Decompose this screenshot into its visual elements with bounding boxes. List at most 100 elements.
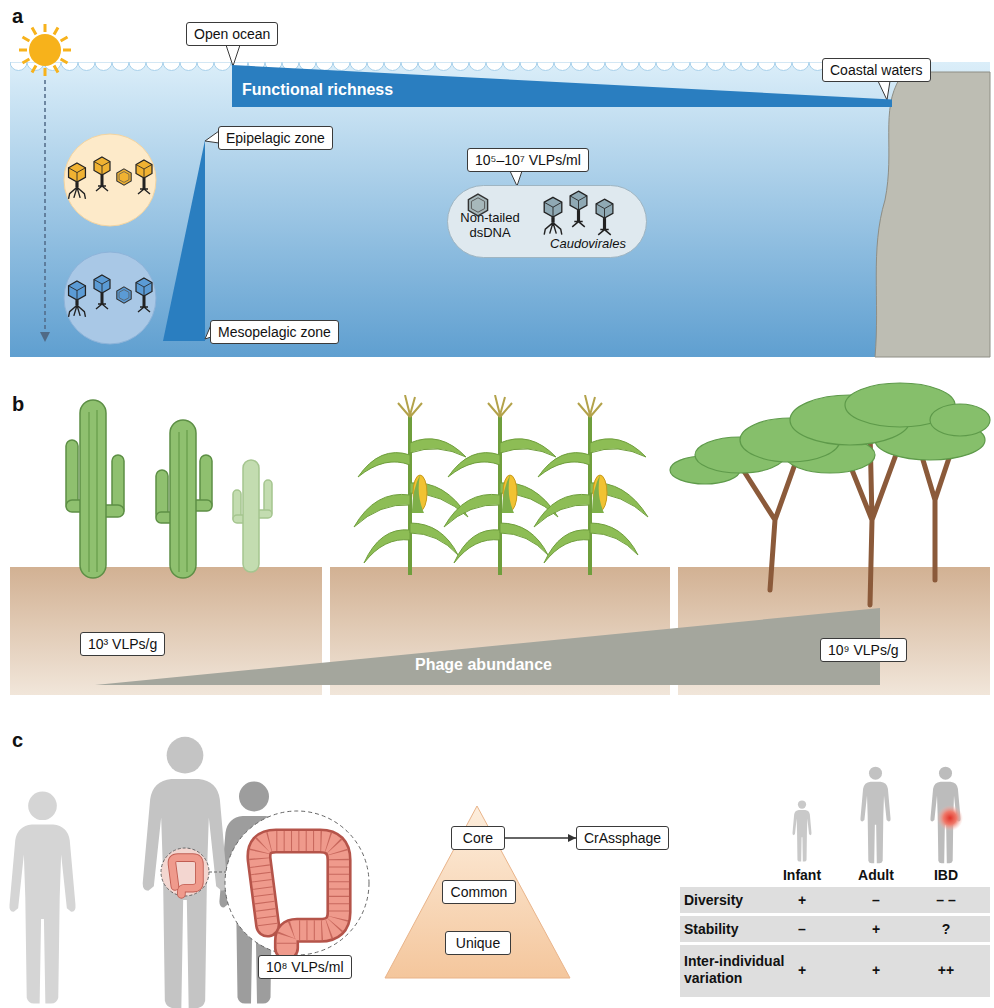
table-cell: ++ (921, 962, 971, 979)
sun (19, 24, 71, 76)
corn-plant (444, 395, 558, 575)
abundance-wedge: Phage abundance (95, 608, 880, 685)
pyramid-tier-box: Core (451, 826, 505, 850)
table-cell: – – (921, 892, 971, 909)
cactus (80, 400, 106, 578)
phage-icon (69, 157, 613, 317)
corn-plant (534, 395, 648, 575)
phage-icon (596, 199, 613, 235)
zoom-line (209, 872, 226, 873)
virome-pyramid (385, 806, 570, 978)
small-colon (161, 848, 209, 896)
zoomed-colon (259, 841, 339, 948)
callout-tail (226, 45, 240, 66)
box-label: Core (463, 830, 493, 846)
sun (19, 24, 71, 76)
box-label: CrAssphage (584, 830, 661, 846)
small-colon (172, 858, 199, 895)
forest-tree (930, 404, 990, 436)
small-colon (172, 858, 199, 895)
virus-group-pill: Non-tailed dsDNACaudovirales (447, 185, 647, 258)
box-label: Epipelagic zone (226, 130, 325, 146)
abundance-wedge-shape (95, 608, 880, 685)
box-label: Unique (456, 935, 500, 951)
cactus (233, 460, 272, 572)
cactus (243, 460, 259, 572)
callout-box: CrAssphage (576, 826, 669, 850)
callout-box: Mesopelagic zone (210, 320, 339, 344)
sun (29, 34, 61, 66)
table-row (680, 887, 990, 913)
phage-icon (94, 275, 110, 309)
sea-water (10, 62, 990, 357)
zoomed-colon (259, 841, 339, 948)
table-cell: + (777, 962, 827, 979)
depth-arrow (40, 332, 50, 342)
ocean-scene (10, 24, 990, 357)
zoomed-colon (225, 811, 369, 955)
cactus (170, 420, 196, 578)
table-row (680, 945, 990, 997)
zoomed-colon (259, 841, 339, 948)
band-label: Phage abundance (415, 656, 552, 674)
small-colon (161, 848, 209, 896)
adult-silhouette (860, 767, 890, 864)
table-cell: – (777, 921, 827, 938)
callout-box: 10³ VLPs/g (80, 632, 165, 656)
richness-band: Functional richness (232, 65, 892, 107)
callout-box: 10⁹ VLPs/g (820, 638, 907, 662)
callout-tail (510, 171, 522, 186)
table-header: Adult (851, 867, 901, 884)
epipelagic-community (64, 134, 156, 226)
cactus (89, 410, 97, 572)
table-cell: – (851, 892, 901, 909)
pyramid-tier-box: Unique (445, 931, 511, 955)
callout-tail (878, 81, 890, 100)
group-label: Non-tailed dsDNA (452, 210, 528, 240)
table-cell: + (777, 892, 827, 909)
pyramid-tier-box: Common (442, 880, 516, 904)
depth-arrow (44, 80, 46, 334)
small-colon (172, 858, 199, 895)
table-row-label: Stability (684, 921, 738, 938)
band-label: Functional richness (242, 81, 393, 99)
box-label: 10⁹ VLPs/g (828, 642, 899, 658)
soil-scene (10, 383, 990, 695)
cactus (179, 430, 187, 572)
phage-icon (117, 169, 131, 185)
phage-icon (570, 191, 587, 227)
table-row-label: Diversity (684, 892, 743, 909)
mesopelagic-community (64, 252, 156, 344)
phage-icon (117, 287, 131, 303)
corn-plant (354, 395, 648, 575)
callout-box: 10⁸ VLPs/ml (258, 955, 352, 979)
depth-wedge (163, 140, 205, 341)
cactus (66, 400, 212, 578)
phage-icon (94, 157, 110, 191)
zoomed-colon (259, 841, 339, 948)
box-label: Coastal waters (830, 62, 923, 78)
phage-icon (69, 163, 86, 199)
richness-band-fill (232, 65, 892, 107)
callout-box: Open ocean (186, 22, 278, 46)
coastal-cliff (875, 72, 990, 357)
box-label: Mesopelagic zone (218, 324, 331, 340)
table-cell: + (851, 921, 901, 938)
table-cell: + (851, 962, 901, 979)
panel-letter: b (12, 392, 24, 416)
box-label: Open ocean (194, 26, 270, 42)
phage-icon (136, 160, 152, 194)
box-label: 10⁸ VLPs/ml (266, 959, 344, 975)
table-row (680, 916, 990, 942)
callout-tail (205, 131, 219, 143)
box-label: 10³ VLPs/g (88, 636, 157, 652)
box-label: 10⁵–10⁷ VLPs/ml (475, 152, 581, 168)
inflammation-spot (937, 805, 963, 831)
panel-letter: c (12, 728, 23, 752)
callout-box: 10⁵–10⁷ VLPs/ml (467, 148, 589, 172)
human-silhouette (143, 737, 228, 1008)
table-row-label: Inter-individual variation (684, 953, 790, 987)
infant-silhouette (792, 800, 811, 861)
forest-tree (670, 383, 990, 605)
